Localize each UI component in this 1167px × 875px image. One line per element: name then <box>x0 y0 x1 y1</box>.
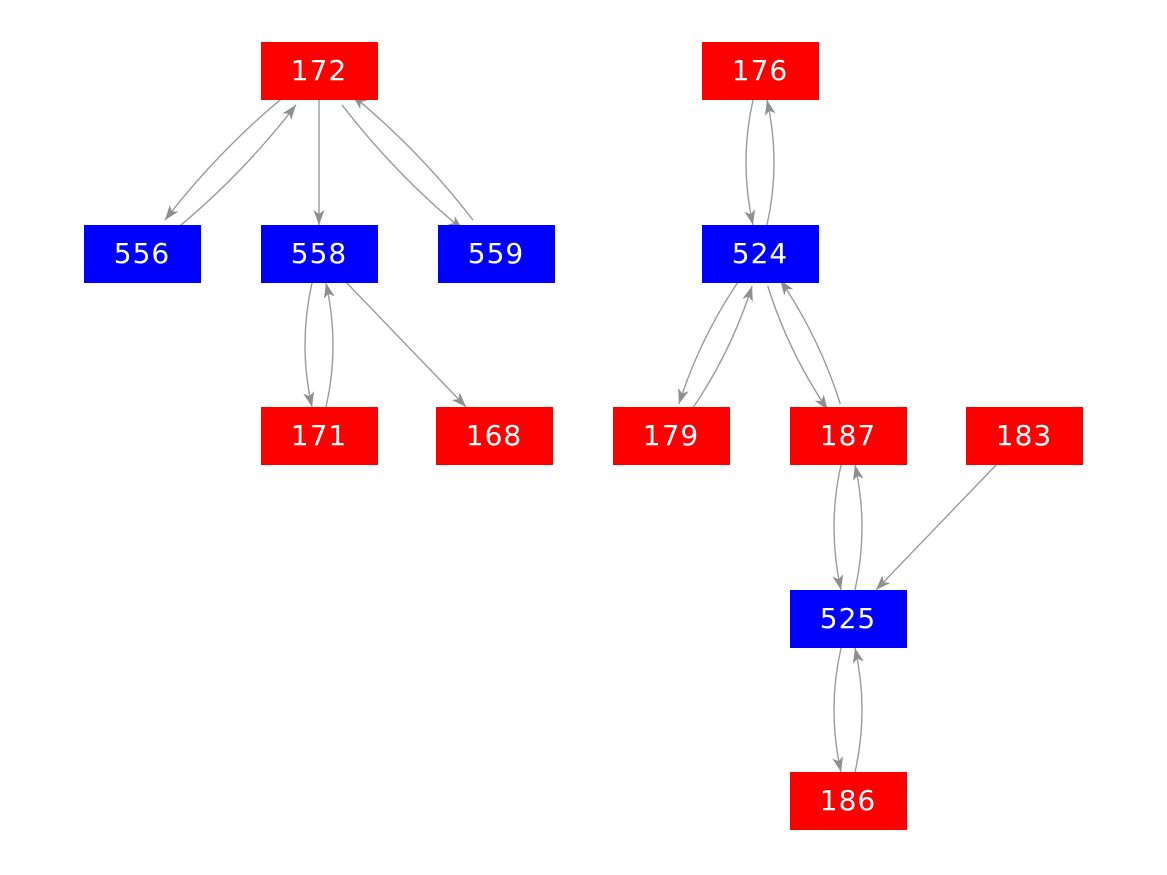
edge-525-187 <box>854 464 863 591</box>
edge-187-524 <box>779 279 841 405</box>
edge-171-558 <box>325 282 334 408</box>
edge-524-187 <box>767 285 829 411</box>
edge-556-172 <box>174 104 297 231</box>
edge-172-559 <box>341 104 464 231</box>
edge-172-556 <box>164 94 287 221</box>
edge-187-525 <box>833 464 842 591</box>
edge-176-524 <box>745 99 754 226</box>
arrowhead-525-186 <box>832 756 844 772</box>
edge-524-179 <box>678 279 741 405</box>
arrowhead-524-176 <box>764 100 776 116</box>
arrowhead-524-179 <box>678 388 689 404</box>
arrowhead-171-558 <box>323 283 335 299</box>
arrowhead-172-559 <box>447 216 463 230</box>
arrowhead-176-524 <box>744 209 756 225</box>
edge-524-176 <box>766 99 775 226</box>
edge-559-172 <box>351 94 474 221</box>
edge-186-525 <box>854 647 863 773</box>
arrowhead-525-187 <box>852 465 864 481</box>
arrowhead-186-525 <box>852 648 864 664</box>
arrowhead-558-168 <box>451 392 467 407</box>
arrowhead-524-187 <box>814 394 828 410</box>
arrowhead-187-524 <box>780 280 794 296</box>
arrowhead-183-525 <box>875 575 891 590</box>
edge-183-525 <box>875 464 997 591</box>
edge-179-524 <box>690 285 753 411</box>
arrowhead-172-558 <box>313 210 325 225</box>
arrowhead-556-172 <box>282 104 296 121</box>
edge-558-168 <box>346 282 467 408</box>
arrowhead-179-524 <box>742 286 753 302</box>
edge-525-186 <box>833 647 842 773</box>
edge-558-171 <box>304 282 313 408</box>
arrowhead-559-172 <box>352 95 368 109</box>
arrowhead-172-556 <box>165 204 179 221</box>
arrowhead-558-171 <box>303 391 315 407</box>
arrowhead-187-525 <box>832 574 844 590</box>
